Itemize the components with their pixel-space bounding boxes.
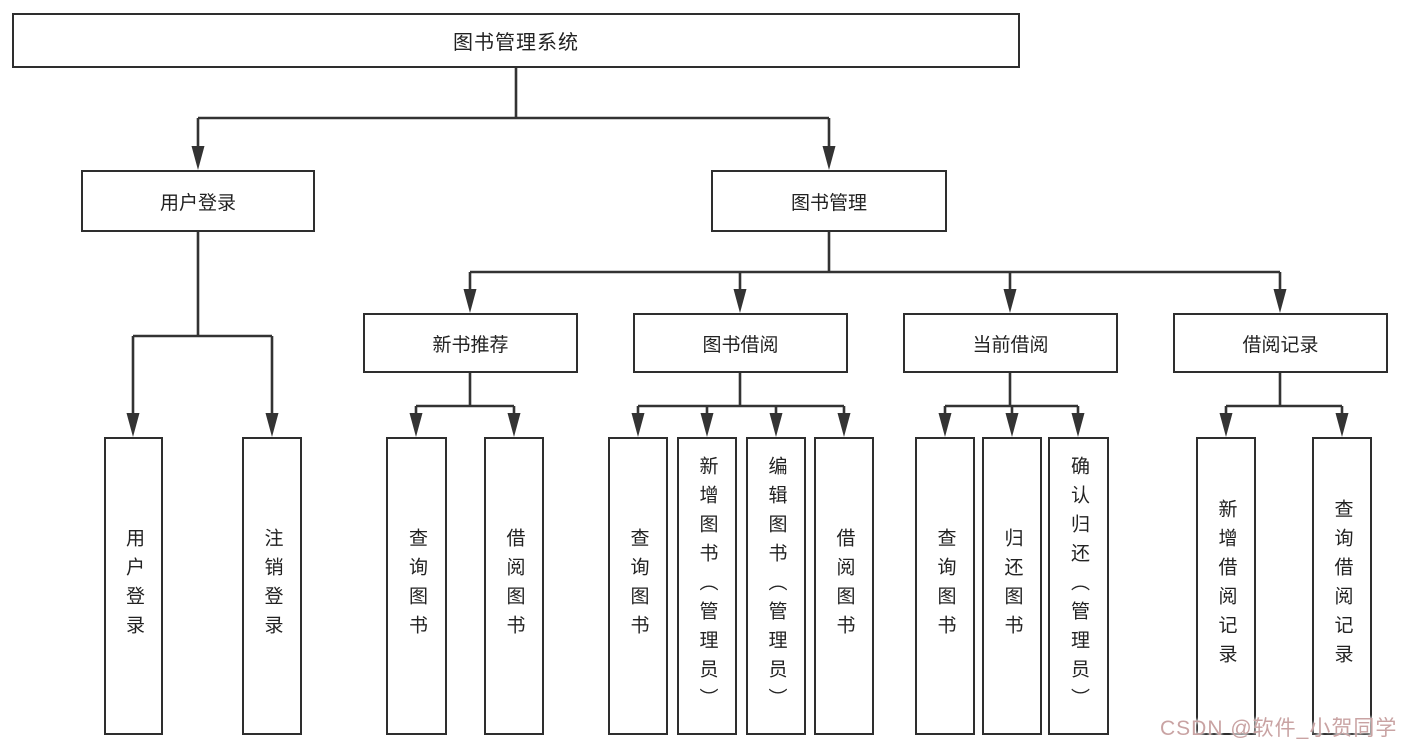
node-label: 图书管理系统 [453,32,579,54]
node-current-confirm-return-admin: 确认归还（管理员） [1048,437,1109,735]
node-borrowing-edit-books-admin: 编辑图书（管理员） [746,437,806,735]
node-label: 归还图书 [1001,528,1023,644]
node-label: 借阅图书 [833,528,855,644]
node-label: 编辑图书（管理员） [765,455,787,717]
node-new-book-recommend: 新书推荐 [363,313,578,373]
node-label: 图书管理 [790,192,867,214]
node-label: 图书借阅 [702,334,779,356]
node-logout-op: 注销登录 [242,437,302,735]
node-borrowing-query-books: 查询图书 [608,437,668,735]
node-book-management: 图书管理 [711,170,947,232]
node-label: 注销登录 [261,528,283,644]
node-label: 查询图书 [934,528,956,644]
node-current-return-books: 归还图书 [982,437,1042,735]
node-label: 当前借阅 [972,334,1049,356]
node-label: 用户登录 [123,528,144,644]
node-label: 查询图书 [406,528,427,644]
node-label: 借阅记录 [1242,334,1319,356]
node-label: 新书推荐 [432,334,509,356]
node-borrowing-add-books-admin: 新增图书（管理员） [677,437,737,735]
node-label: 新增借阅记录 [1215,499,1237,673]
node-label: 查询图书 [627,528,649,644]
node-borrowing-borrow-books: 借阅图书 [814,437,874,735]
node-records-add-borrow-record: 新增借阅记录 [1196,437,1256,735]
node-book-management-system: 图书管理系统 [12,13,1020,68]
node-user-login: 用户登录 [81,170,315,232]
node-recommend-borrow-books: 借阅图书 [484,437,544,735]
node-recommend-query-books: 查询图书 [386,437,447,735]
csdn-watermark: CSDN @软件_小贺同学 [1160,717,1398,740]
node-current-borrowing: 当前借阅 [903,313,1118,373]
node-label: 查询借阅记录 [1331,499,1353,673]
node-current-query-books: 查询图书 [915,437,975,735]
node-label: 确认归还（管理员） [1068,455,1089,717]
node-user-login-op: 用户登录 [104,437,163,735]
node-label: 新增图书（管理员） [696,455,718,717]
node-records-query-borrow-record: 查询借阅记录 [1312,437,1372,735]
node-borrowing-records: 借阅记录 [1173,313,1388,373]
node-label: 用户登录 [159,192,236,214]
node-label: 借阅图书 [503,528,525,644]
node-book-borrowing: 图书借阅 [633,313,848,373]
